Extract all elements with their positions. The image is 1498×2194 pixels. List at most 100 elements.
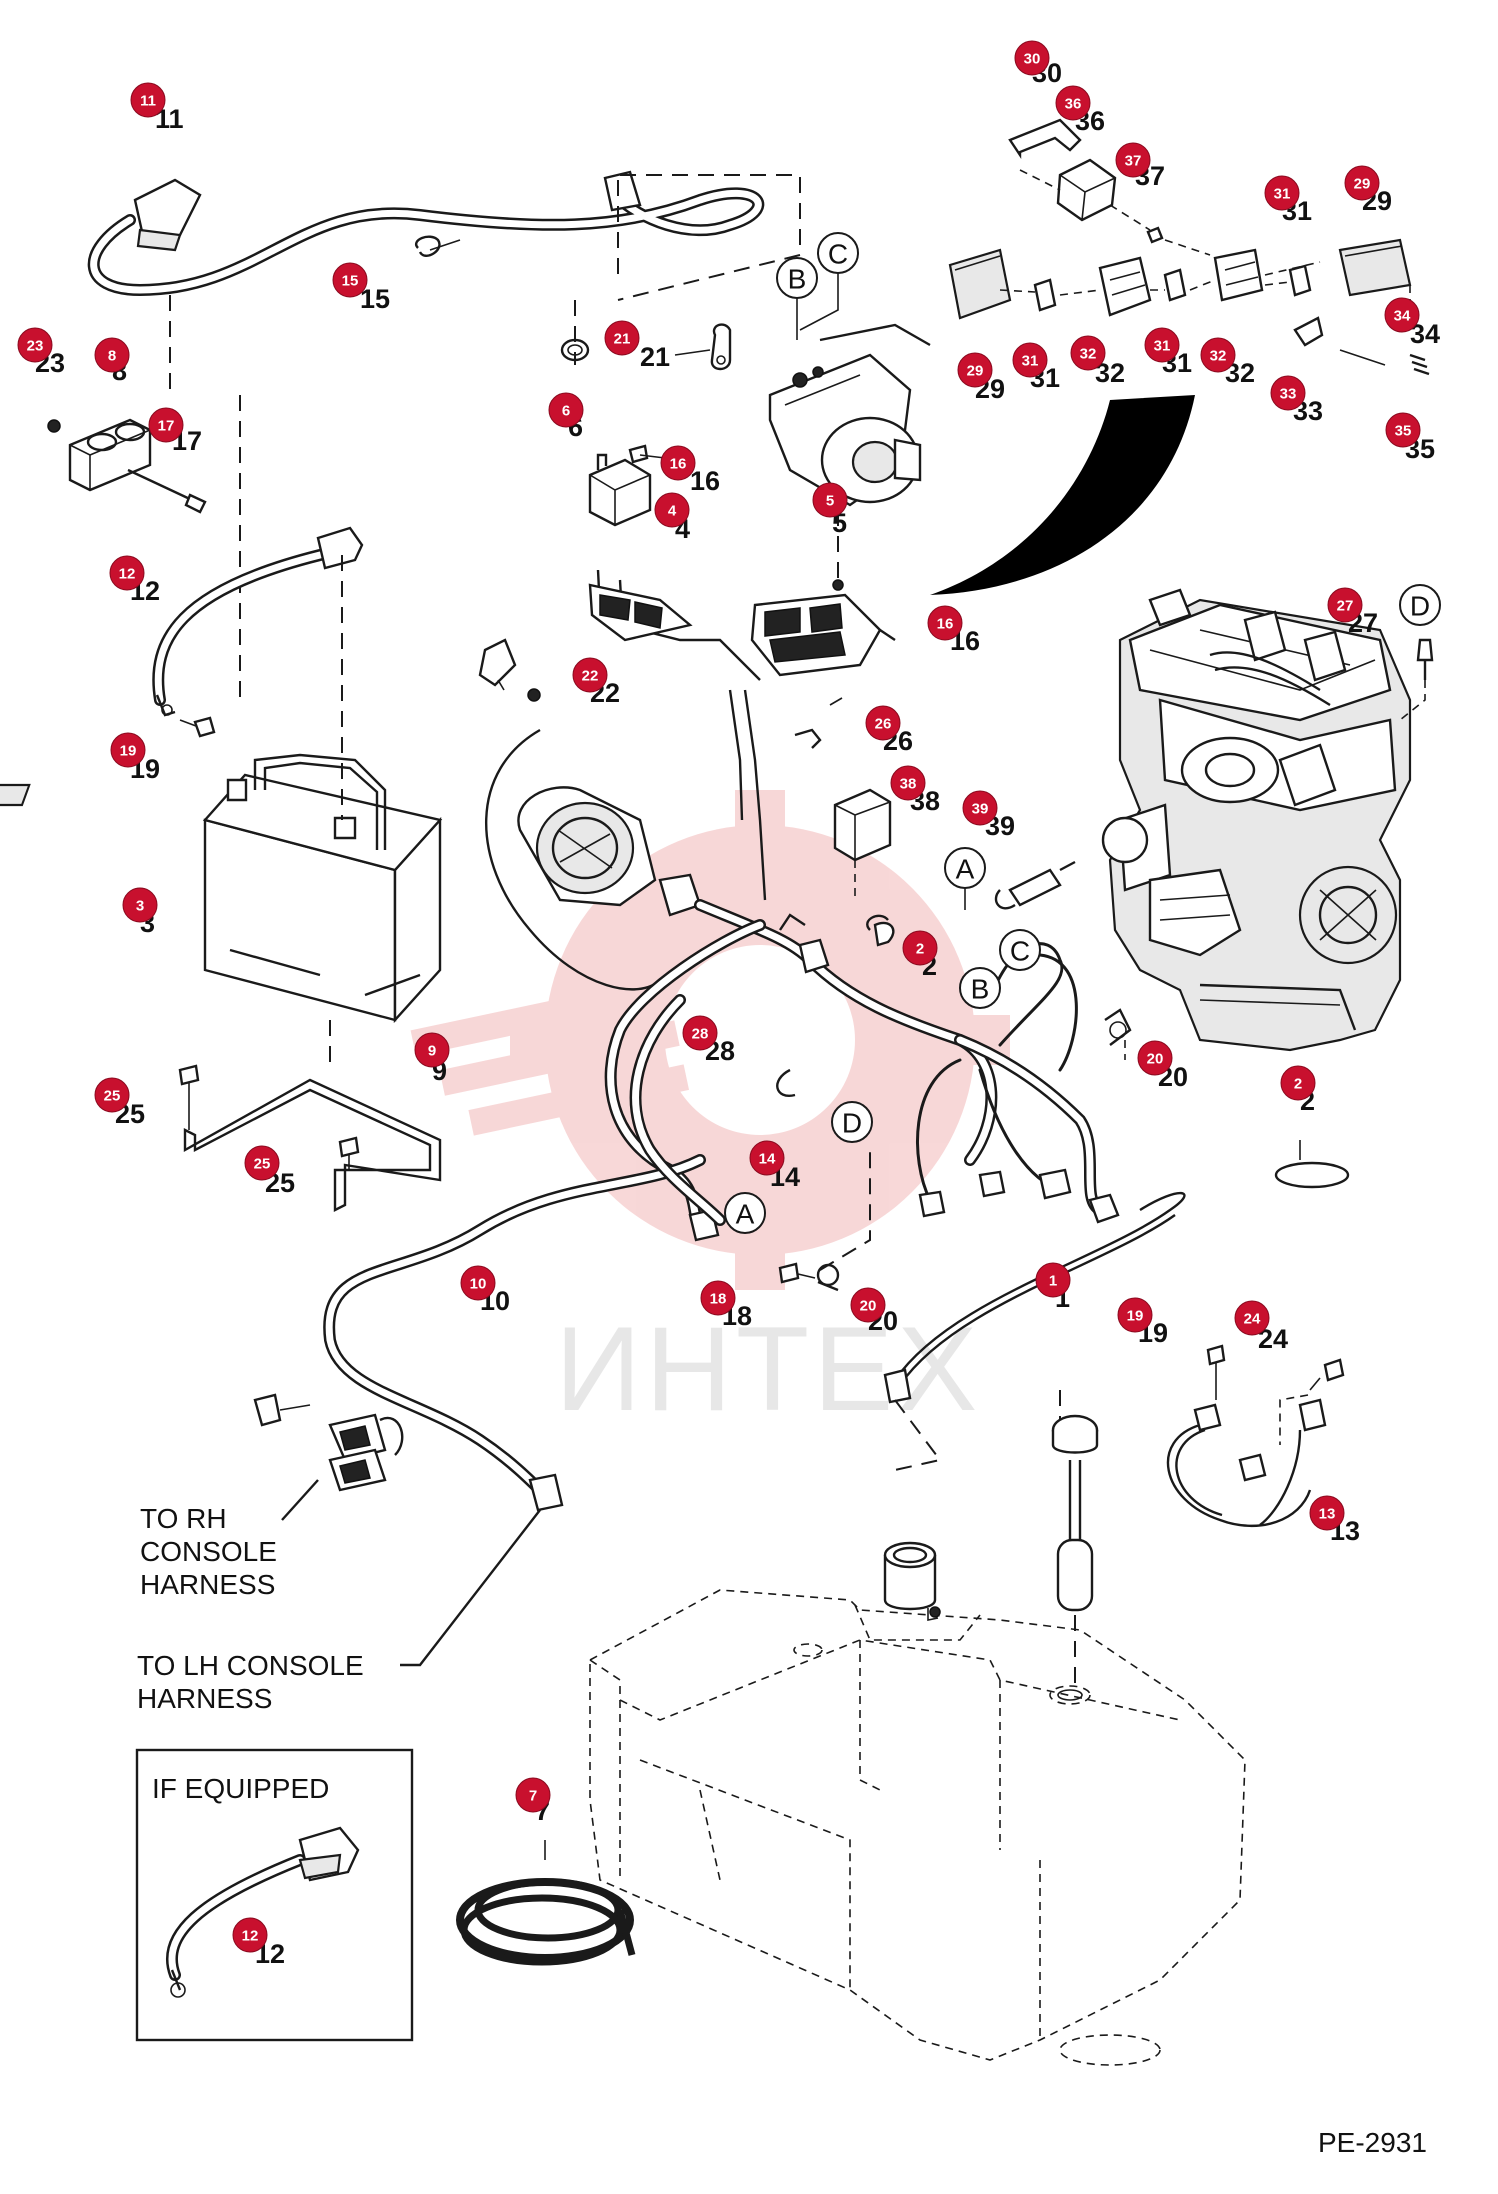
svg-text:9: 9 xyxy=(428,1043,436,1060)
part-26-clip xyxy=(794,697,843,749)
svg-text:5: 5 xyxy=(826,493,834,510)
part-20-clamp-upper xyxy=(1104,1008,1132,1046)
callout-badge-39: 39 xyxy=(962,790,998,826)
upper-harness xyxy=(588,569,896,901)
svg-text:25: 25 xyxy=(104,1088,121,1105)
callout-badge-27: 27 xyxy=(1327,587,1363,623)
watermark-text: ИНТЕХ xyxy=(555,1302,981,1436)
part-18-screw xyxy=(778,1262,816,1284)
part-8-cable-clamp-block xyxy=(47,418,152,492)
connector-ref-c-top: C xyxy=(817,232,859,274)
fuse-block-assembly xyxy=(948,118,1430,376)
svg-text:35: 35 xyxy=(1395,423,1412,440)
svg-text:4: 4 xyxy=(668,503,677,520)
connector-ref-b-top: B xyxy=(776,257,818,299)
to-rh-leader xyxy=(281,1479,319,1521)
connector-ref-d-engine: D xyxy=(1399,584,1441,626)
part-9-hold-down xyxy=(183,1078,442,1212)
part-13-ground-strap xyxy=(1166,1398,1327,1528)
fuel-tank xyxy=(589,1589,1246,2066)
svg-text:38: 38 xyxy=(900,776,917,793)
connector-ref-b-mid: B xyxy=(959,967,1001,1009)
svg-text:16: 16 xyxy=(937,616,954,633)
fuel-filler-neck xyxy=(854,1541,981,1641)
callout-number-16: 16 xyxy=(690,466,720,496)
part-6-grommet xyxy=(560,338,590,362)
to-lh-leader xyxy=(400,1509,541,1667)
part-1-fuel-harness xyxy=(883,1191,1186,1404)
part-22-cap xyxy=(478,638,541,702)
if-equipped-label: IF EQUIPPED xyxy=(152,1773,329,1804)
svg-text:C: C xyxy=(1010,936,1030,967)
svg-text:31: 31 xyxy=(1022,353,1039,370)
svg-text:20: 20 xyxy=(860,1298,877,1315)
callout-badge-4: 4 xyxy=(654,492,690,528)
connector-ref-leaders-top xyxy=(796,273,839,340)
callout-badge-2: 2 xyxy=(1280,1065,1316,1101)
callout-badge-32: 32 xyxy=(1070,335,1106,371)
svg-text:12: 12 xyxy=(242,1928,259,1945)
svg-text:26: 26 xyxy=(875,716,892,733)
svg-text:A: A xyxy=(736,1199,755,1230)
svg-text:6: 6 xyxy=(562,403,570,420)
svg-text:31: 31 xyxy=(1154,338,1171,355)
to-lh-label-2: HARNESS xyxy=(137,1683,272,1714)
svg-text:36: 36 xyxy=(1065,96,1082,113)
callout-badge-1: 1 xyxy=(1035,1262,1071,1298)
to-rh-label-1: TO RH xyxy=(140,1503,227,1534)
svg-text:30: 30 xyxy=(1024,51,1041,68)
svg-text:12: 12 xyxy=(119,566,136,583)
callout-badge-17: 17 xyxy=(148,407,184,443)
callout-badge-10: 10 xyxy=(460,1265,496,1301)
callout-badge-25: 25 xyxy=(244,1145,280,1181)
svg-text:32: 32 xyxy=(1080,346,1097,363)
svg-text:1: 1 xyxy=(1049,1273,1057,1290)
callout-badge-8: 8 xyxy=(94,337,130,373)
callout-badge-24: 24 xyxy=(1234,1300,1270,1336)
svg-text:17: 17 xyxy=(158,418,175,435)
callout-badge-22: 22 xyxy=(572,657,608,693)
part-10-chassis-harness xyxy=(253,994,726,1512)
alternator xyxy=(484,728,702,991)
svg-text:32: 32 xyxy=(1210,348,1227,365)
part-19-bolt-lower xyxy=(1206,1344,1226,1400)
fuel-level-sender xyxy=(1051,1414,1099,1690)
svg-text:C: C xyxy=(828,239,848,270)
svg-text:29: 29 xyxy=(1354,176,1371,193)
callout-badge-7: 7 xyxy=(515,1777,551,1813)
svg-text:8: 8 xyxy=(108,348,116,365)
callout-badge-35: 35 xyxy=(1385,412,1421,448)
callout-badge-15: 15 xyxy=(332,262,368,298)
svg-text:37: 37 xyxy=(1125,153,1142,170)
callout-badge-26: 26 xyxy=(865,705,901,741)
callout-badge-31: 31 xyxy=(1012,342,1048,378)
callout-badge-23: 23 xyxy=(17,327,53,363)
callout-badge-12: 12 xyxy=(109,555,145,591)
svg-text:B: B xyxy=(971,974,990,1005)
callout-badge-28: 28 xyxy=(682,1015,718,1051)
part-11-positive-cable xyxy=(87,170,765,297)
to-rh-label-3: HARNESS xyxy=(140,1569,275,1600)
part-38-module xyxy=(833,788,892,900)
callout-badge-3: 3 xyxy=(122,887,158,923)
part-5-starter-motor xyxy=(768,323,931,507)
callout-badge-25: 25 xyxy=(94,1077,130,1113)
callout-number-21: 21 xyxy=(640,342,670,372)
callout-badge-31: 31 xyxy=(1144,327,1180,363)
callout-badge-12: 12 xyxy=(232,1917,268,1953)
callout-badge-29: 29 xyxy=(957,352,993,388)
callout-badge-9: 9 xyxy=(414,1032,450,1068)
callout-badge-14: 14 xyxy=(749,1140,785,1176)
svg-text:2: 2 xyxy=(1294,1076,1302,1093)
callout-badge-32: 32 xyxy=(1200,337,1236,373)
callout-badge-18: 18 xyxy=(700,1280,736,1316)
part-14-clip xyxy=(776,1068,796,1097)
part-5-nut xyxy=(832,579,844,591)
callout-badge-36: 36 xyxy=(1055,85,1091,121)
svg-text:27: 27 xyxy=(1337,598,1354,615)
connector-ref-a-right: A xyxy=(944,847,986,889)
detail-pointer xyxy=(930,395,1195,595)
part-7-wire-coil xyxy=(456,1878,636,1966)
callout-badge-29: 29 xyxy=(1344,165,1380,201)
